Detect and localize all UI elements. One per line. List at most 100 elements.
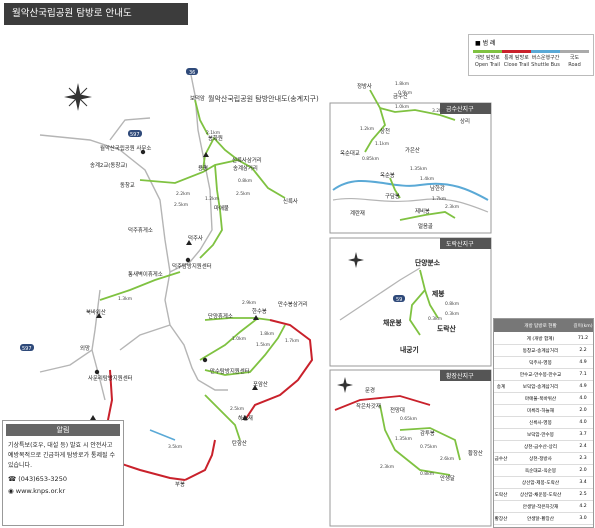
- notice-phone: ☎ (043)653-3250: [8, 475, 67, 483]
- map-label: 황장산: [468, 449, 483, 457]
- distance-label: 2.6km: [440, 456, 454, 462]
- table-row: 계 (개방 합계)71.2: [494, 333, 593, 345]
- globe-icon: ◉: [8, 487, 14, 495]
- peak-icons: [90, 152, 259, 420]
- map-label: 안생달: [440, 474, 455, 482]
- map-label: 제비봉: [415, 207, 430, 215]
- legend-bar-road: [560, 50, 589, 53]
- map-label: 상리: [460, 117, 470, 125]
- map-label: 한수봉: [252, 308, 267, 315]
- distance-label: 0.65km: [400, 416, 417, 422]
- title-tail: 탐방로 안내도: [76, 8, 132, 19]
- map-label: 옥순봉: [380, 172, 395, 179]
- geumsu-heading: 금수산지구: [446, 105, 474, 113]
- distance-label: 1.8km: [395, 81, 409, 87]
- legend-bar-bus: [531, 50, 560, 53]
- dodam-heading: 도락산지구: [446, 240, 474, 248]
- distance-label: 1.2km: [360, 126, 374, 132]
- distance-label: 1.7km: [285, 338, 299, 344]
- map-label: 내궁기: [400, 345, 419, 354]
- phone-icon: ☎: [8, 475, 17, 483]
- map-label: 전망대: [390, 406, 405, 414]
- map-label: 구담봉: [385, 193, 400, 200]
- map-label: 만수탐방지원센터: [210, 367, 250, 375]
- distance-label: 0.9km: [398, 90, 412, 96]
- distance-label: 1.8km: [260, 331, 274, 337]
- map-label: 신륵사: [283, 197, 298, 205]
- map-label: 용평: [198, 165, 208, 172]
- distance-label: 0.8km: [238, 178, 252, 184]
- distance-label: 1.35km: [395, 436, 412, 442]
- map-label: 정방사: [357, 82, 372, 90]
- distance-label: 2.3km: [380, 464, 394, 470]
- office-icons: [94, 149, 208, 375]
- closed-trails: [98, 319, 314, 481]
- map-label: 외망: [80, 345, 90, 352]
- distance-label: 2.3km: [445, 204, 459, 210]
- open-trails: [99, 99, 286, 441]
- distance-label: 0.3km: [445, 311, 459, 317]
- geumsu-panel: [329, 102, 492, 234]
- compass-icon-hwangjang: [337, 377, 353, 393]
- map-label: 북바위산: [86, 308, 106, 316]
- distance-label: 2.5km: [236, 191, 250, 197]
- distance-label: 0.8km: [420, 471, 434, 477]
- map-label: 단양분소: [415, 258, 441, 267]
- map-label: 탄항산: [232, 439, 247, 447]
- title-main: 월악산국립공원: [12, 8, 74, 19]
- map-label: 송계삼거리: [233, 164, 258, 172]
- map-label: 만수봉삼거리: [278, 300, 308, 308]
- map-label: 보덕암: [190, 94, 205, 102]
- map-label: 부봉: [175, 481, 185, 488]
- map-label: 통새벽이휴게소: [128, 270, 163, 278]
- distance-label: 0.8km: [445, 301, 459, 307]
- distance-label: 2.5km: [230, 406, 244, 412]
- map-label: 동창교: [120, 181, 135, 189]
- hwangjang-heading: 황장산지구: [446, 372, 474, 380]
- distance-label: 1.35km: [410, 166, 427, 172]
- distance-label: 3.5km: [168, 444, 182, 450]
- distance-label: 2.1km: [206, 130, 220, 136]
- distance-label: 0.3km: [428, 316, 442, 322]
- distance-label: 2.9km: [242, 300, 256, 306]
- distance-label: 0.75km: [420, 444, 437, 450]
- map-label: 마애불: [214, 204, 229, 212]
- map-label: 제봉: [432, 289, 445, 298]
- map-label: 도락산: [437, 324, 457, 333]
- map-label: 얼음골: [418, 222, 433, 230]
- map-label: 봉화원: [208, 134, 223, 142]
- distance-label: 2.2km: [176, 191, 190, 197]
- map-label: 채운봉: [383, 318, 403, 327]
- map-label: 월악산국립공원 사무소: [100, 144, 151, 152]
- notice-web[interactable]: ◉ www.knps.or.kr: [8, 487, 66, 495]
- notice-heading: 알림: [6, 424, 120, 436]
- map-label: 감투봉: [420, 430, 435, 437]
- map-label: 옥순대교: [340, 149, 360, 157]
- map-label: 사문리탐방지원센터: [88, 374, 133, 382]
- distance-label: 2.5km: [174, 202, 188, 208]
- map-label: 단양휴게소: [208, 312, 233, 320]
- map-label: 금수산: [393, 92, 408, 100]
- map-label: 남한강: [430, 184, 445, 192]
- distance-label: 1.0km: [395, 104, 409, 110]
- legend-bar-open: [473, 50, 502, 53]
- map-label: 덕주탐방지원센터: [172, 262, 212, 270]
- map-label: 덕주휴게소: [128, 226, 153, 234]
- legend-title: ■ 범 례: [475, 40, 496, 47]
